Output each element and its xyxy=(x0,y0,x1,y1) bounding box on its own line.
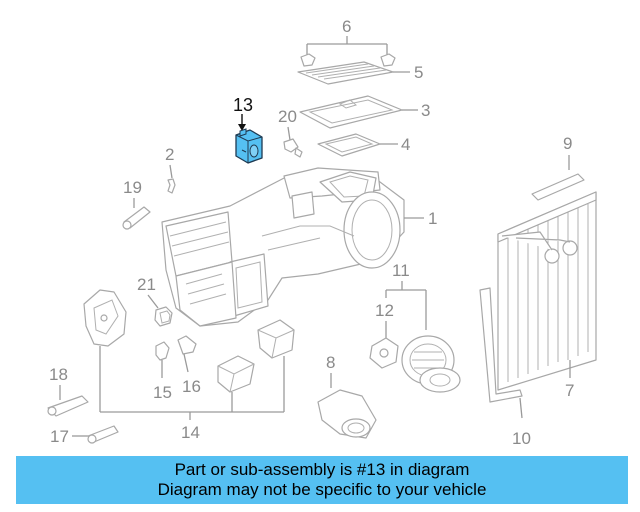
part-14-leaders xyxy=(99,346,285,420)
callout-15: 15 xyxy=(153,383,172,402)
callout-7: 7 xyxy=(565,381,574,400)
callout-4: 4 xyxy=(401,135,410,154)
part-3-cover[interactable] xyxy=(299,95,418,129)
part-2-clip[interactable] xyxy=(167,164,176,194)
part-15-sensor[interactable] xyxy=(155,341,170,378)
callout-18: 18 xyxy=(49,365,68,384)
part-module-b[interactable] xyxy=(257,319,295,359)
part-7-heater-core[interactable] xyxy=(497,191,597,391)
callout-11: 11 xyxy=(392,261,410,280)
callout-8: 8 xyxy=(326,353,335,372)
part-1-heater-housing[interactable] xyxy=(161,167,424,327)
callout-10: 10 xyxy=(512,429,531,448)
callout-2: 2 xyxy=(165,145,174,164)
part-4-gasket[interactable] xyxy=(317,133,398,157)
part-13-actuator-highlighted[interactable] xyxy=(235,114,263,164)
part-18-lever[interactable] xyxy=(47,385,89,417)
callout-19: 19 xyxy=(123,178,142,197)
part-module-a[interactable] xyxy=(217,355,255,393)
part-10-seal-frame[interactable] xyxy=(479,287,523,419)
part-6-clips[interactable] xyxy=(300,36,396,67)
part-5-filter[interactable] xyxy=(297,61,410,85)
callout-6: 6 xyxy=(342,17,351,36)
callout-20: 20 xyxy=(278,107,297,126)
part-bracket-left[interactable] xyxy=(83,289,127,347)
callout-12: 12 xyxy=(375,301,394,320)
callout-5: 5 xyxy=(414,63,423,82)
part-17-lever[interactable] xyxy=(72,425,119,444)
callout-3: 3 xyxy=(421,101,430,120)
callout-16: 16 xyxy=(182,377,201,396)
callout-14: 14 xyxy=(181,423,200,442)
part-21-connector[interactable] xyxy=(147,294,173,327)
callout-17: 17 xyxy=(50,427,69,446)
part-19-lever[interactable] xyxy=(122,198,151,230)
parts-diagram: 6 5 3 4 20 13 2 xyxy=(47,17,597,448)
info-banner: Part or sub-assembly is #13 in diagram D… xyxy=(16,456,628,504)
banner-line-2: Diagram may not be specific to your vehi… xyxy=(157,480,487,499)
part-16-sensor[interactable] xyxy=(177,335,197,373)
callout-21: 21 xyxy=(137,275,156,294)
part-20-sensor[interactable] xyxy=(283,126,303,158)
part-11-blower-motor[interactable] xyxy=(401,335,461,393)
callout-13: 13 xyxy=(233,95,253,115)
callout-9: 9 xyxy=(563,134,572,153)
part-9-seal[interactable] xyxy=(531,155,585,201)
part-8-housing[interactable] xyxy=(317,373,377,439)
banner-line-1: Part or sub-assembly is #13 in diagram xyxy=(174,460,470,479)
part-12-resistor[interactable] xyxy=(369,321,399,369)
part-11-leaders xyxy=(385,281,427,330)
callout-1: 1 xyxy=(428,209,437,228)
